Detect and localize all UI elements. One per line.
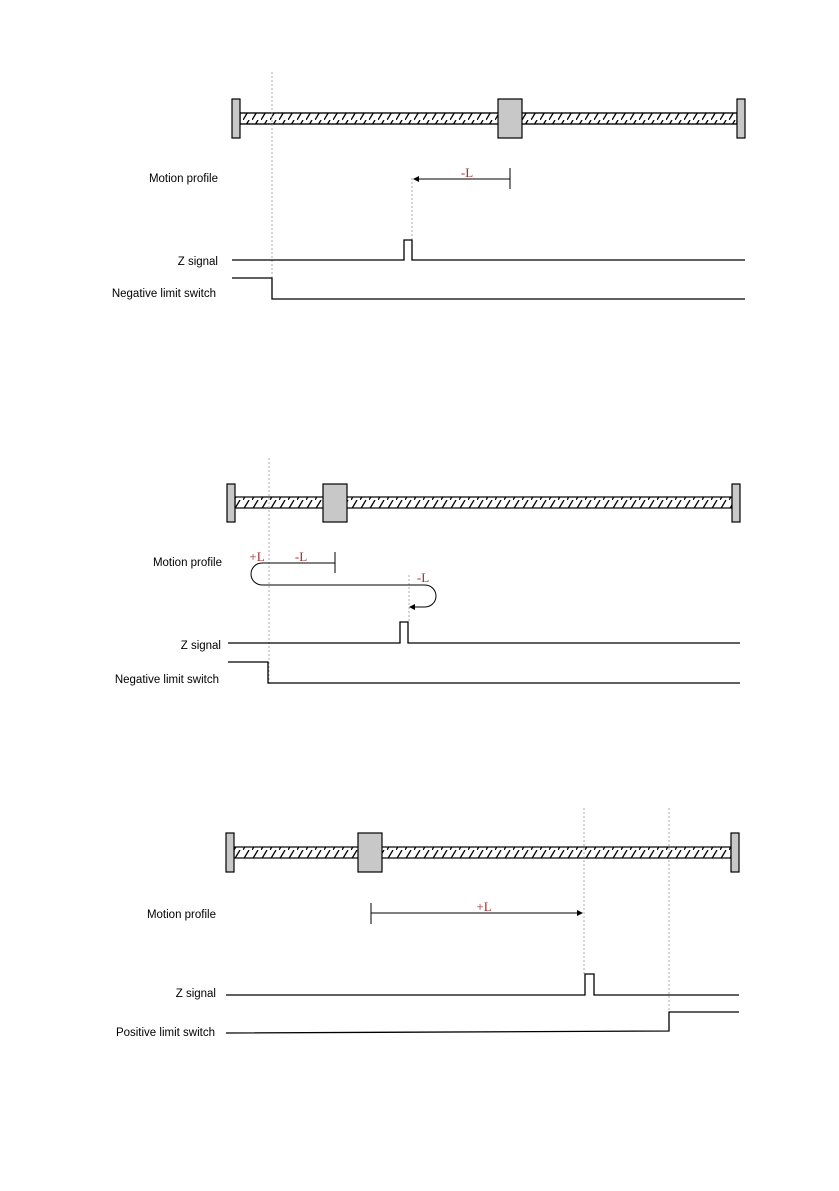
carriage	[358, 833, 382, 872]
motion-path-return: +L -L -L	[249, 549, 436, 607]
right-end-cap	[737, 99, 745, 138]
motion-arrow-plus-L: +L	[371, 899, 582, 924]
svg-text:+L: +L	[476, 899, 491, 914]
svg-text:-L: -L	[461, 165, 473, 180]
left-end-cap	[232, 99, 240, 138]
z-signal-trace	[228, 622, 740, 643]
svg-text:-L: -L	[295, 549, 307, 564]
limit-switch-label: Negative limit switch	[115, 674, 219, 686]
left-end-cap	[226, 833, 234, 872]
motion-profile-label: Motion profile	[149, 173, 218, 185]
motion-profile-label: Motion profile	[147, 909, 216, 921]
right-end-cap	[732, 484, 740, 522]
z-signal-label: Z signal	[176, 988, 216, 1000]
motion-profile-label: Motion profile	[153, 557, 222, 569]
limit-switch-label: Positive limit switch	[116, 1027, 215, 1039]
limit-switch-trace	[232, 278, 745, 299]
z-signal-label: Z signal	[178, 256, 218, 268]
ball-screw-1	[232, 99, 745, 138]
carriage	[323, 484, 347, 522]
diagram-2: Motion profile +L -L -L Z signal Negativ…	[115, 458, 740, 686]
right-end-cap	[731, 833, 739, 872]
carriage	[498, 99, 522, 138]
limit-switch-trace	[226, 1012, 739, 1033]
svg-text:-L: -L	[417, 570, 429, 585]
ball-screw-3	[226, 833, 739, 872]
svg-text:+L: +L	[249, 549, 264, 564]
ball-screw-2	[227, 484, 740, 522]
diagram-1: Motion profile -L Z signal Negative limi…	[112, 72, 745, 300]
left-end-cap	[227, 484, 235, 522]
z-signal-trace	[232, 240, 745, 260]
z-signal-label: Z signal	[181, 640, 221, 652]
motion-arrow-minus-L: -L	[414, 165, 510, 189]
limit-switch-label: Negative limit switch	[112, 288, 216, 300]
limit-switch-trace	[228, 662, 740, 683]
diagram-3: Motion profile +L Z signal Positive limi…	[116, 808, 739, 1039]
z-signal-trace	[226, 974, 739, 995]
